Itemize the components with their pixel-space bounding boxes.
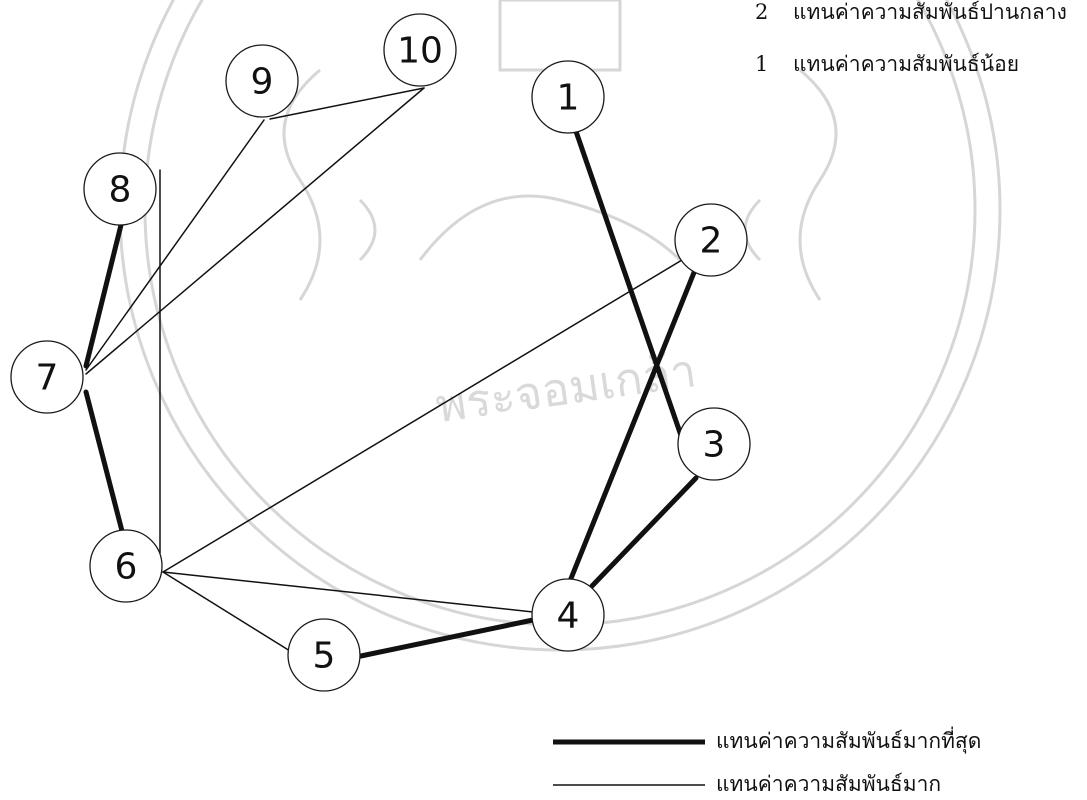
- legend-top: 2 แทนค่าความสัมพันธ์ปานกลาง 1 แทนค่าความ…: [755, 0, 1067, 76]
- node-5: 5: [287, 618, 361, 692]
- node-6-label: 6: [115, 547, 138, 588]
- legend-thin-text: แทนค่าความสัมพันธ์มาก: [716, 772, 941, 796]
- node-7-label: 7: [36, 358, 59, 399]
- legend-top-text-2: แทนค่าความสัมพันธ์ปานกลาง: [793, 0, 1067, 24]
- node-5-label: 5: [313, 636, 336, 677]
- edge-6-2: [162, 253, 693, 573]
- edge-7-8: [83, 222, 124, 369]
- node-2: 2: [674, 203, 748, 277]
- edge-7-9: [85, 119, 265, 371]
- node-10-label: 10: [397, 31, 443, 72]
- legend-top-weight-1: 1: [755, 52, 768, 76]
- node-7: 7: [10, 340, 84, 414]
- edge-1-3: [567, 111, 689, 453]
- node-8-label: 8: [109, 170, 132, 211]
- edge-3-4: [589, 475, 699, 589]
- node-1: 1: [531, 60, 605, 134]
- node-3-label: 3: [703, 425, 726, 466]
- node-3: 3: [677, 407, 751, 481]
- node-4: 4: [531, 578, 605, 652]
- edge-4-5: [358, 617, 536, 659]
- node-10: 10: [383, 13, 457, 87]
- node-6: 6: [89, 529, 163, 603]
- edge-7-10: [85, 87, 425, 375]
- node-4-label: 4: [557, 596, 580, 637]
- node-1-label: 1: [557, 78, 580, 119]
- node-9: 9: [225, 44, 299, 118]
- legend-bottom: แทนค่าความสัมพันธ์มากที่สุด แทนค่าความสั…: [553, 726, 981, 796]
- legend-top-text-1: แทนค่าความสัมพันธ์น้อย: [793, 52, 1019, 76]
- node-layer: 1 2 3 4 5 6 7 8: [10, 13, 751, 692]
- edge-6-4: [162, 571, 534, 613]
- edge-2-4: [567, 267, 698, 584]
- node-2-label: 2: [700, 221, 723, 262]
- edge-6-7: [83, 389, 125, 534]
- legend-top-weight-2: 2: [755, 0, 768, 24]
- edge-6-5: [162, 571, 291, 652]
- node-9-label: 9: [251, 62, 274, 103]
- edge-9-10: [269, 87, 425, 120]
- node-8: 8: [83, 152, 157, 226]
- legend-thick-text: แทนค่าความสัมพันธ์มากที่สุด: [716, 726, 981, 754]
- edge-layer: [83, 87, 699, 659]
